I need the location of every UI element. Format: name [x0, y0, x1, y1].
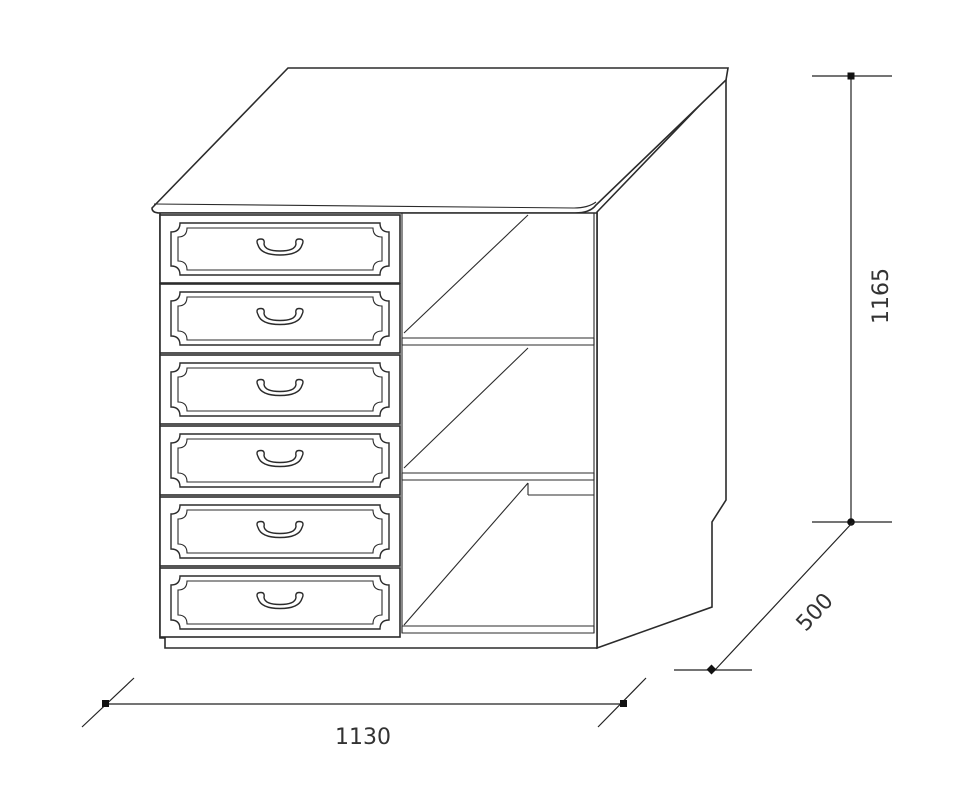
shelf-depth-line: [403, 482, 529, 626]
drawer-front: [159, 496, 401, 567]
drawer-handle-icon[interactable]: [256, 520, 304, 539]
width-dimension: 1130: [81, 677, 647, 750]
drawer-panel-outer: [170, 504, 390, 559]
top-edge-line: [153, 201, 597, 209]
drawer-stack: [159, 214, 401, 638]
drawer-panel-outer: [170, 362, 390, 417]
drawer-panel-outer: [170, 291, 390, 346]
drawer-panel-inner: [177, 580, 383, 625]
height-dimension: 1165: [812, 72, 894, 526]
open-shelf-section: [401, 212, 595, 634]
height-label: 1165: [869, 268, 894, 324]
shelf-depth-line: [403, 214, 529, 334]
drawer[interactable]: [159, 214, 401, 284]
depth-label: 500: [792, 589, 839, 637]
drawer[interactable]: [159, 283, 401, 354]
shelf-depth-line: [403, 347, 529, 469]
drawer[interactable]: [159, 354, 401, 425]
shelf-board: [401, 472, 595, 481]
drawer-handle-icon[interactable]: [256, 591, 304, 610]
drawer-handle-icon[interactable]: [256, 238, 304, 256]
drawer-panel-inner: [177, 509, 383, 554]
drawer[interactable]: [159, 567, 401, 638]
drawer-panel-outer: [170, 575, 390, 630]
drawer-handle-icon[interactable]: [256, 449, 304, 468]
drawer-handle-icon[interactable]: [256, 378, 304, 397]
drawer-panel-inner: [177, 227, 383, 271]
drawer-panel-outer: [170, 433, 390, 488]
drawer-handle-icon[interactable]: [256, 307, 304, 326]
drawer-front: [159, 354, 401, 425]
drawer-front: [159, 214, 401, 284]
drawer-front: [159, 567, 401, 638]
shelf-board: [401, 337, 595, 346]
drawer[interactable]: [159, 496, 401, 567]
drawer-panel-outer: [170, 222, 390, 276]
shelf-board: [401, 625, 595, 634]
drawer-panel-inner: [177, 367, 383, 412]
drawer-front: [159, 425, 401, 496]
drawer-panel-inner: [177, 296, 383, 341]
drawer-panel-inner: [177, 438, 383, 483]
drawer-front: [159, 283, 401, 354]
drawer[interactable]: [159, 425, 401, 496]
width-label: 1130: [335, 725, 391, 750]
